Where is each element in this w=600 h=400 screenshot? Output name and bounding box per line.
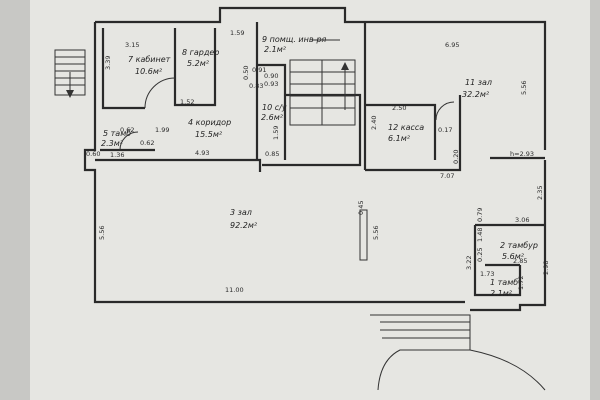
dimension-label: 0.83 xyxy=(249,82,263,90)
room-12-area: 6.1м² xyxy=(388,134,411,143)
room-2-area: 5.6м² xyxy=(502,252,525,261)
dimension-label: 0.85 xyxy=(265,150,279,158)
door-swings xyxy=(119,39,455,151)
dimension-label: 0.93 xyxy=(264,80,278,88)
room-8-label: 8 гардер xyxy=(182,48,219,57)
room-5-label: 5 тамб xyxy=(103,129,131,138)
dimension-label: 2.50 xyxy=(392,104,406,112)
dimension-label: 1.73 xyxy=(480,270,494,278)
dimension-label: 1.59 xyxy=(230,29,244,37)
dimension-label: 1.52 xyxy=(180,98,194,106)
dimension-label: 5.56 xyxy=(98,226,106,240)
vestibule-2-walls xyxy=(473,225,522,297)
cashier-wall xyxy=(365,103,437,160)
staircase-south xyxy=(370,314,546,391)
dimension-label: 2.85 xyxy=(513,257,527,265)
dimension-label: 0.90 xyxy=(264,72,278,80)
dimension-label: 7.07 xyxy=(440,172,454,180)
dimension-label: h=2.93 xyxy=(510,150,534,158)
dimension-label: 5.56 xyxy=(372,226,380,240)
room-3-label: 3 зал xyxy=(230,208,252,217)
dimension-label: 3.15 xyxy=(125,41,139,49)
corridor-south-wall xyxy=(95,158,262,172)
dimension-label: 2.40 xyxy=(370,116,378,130)
column xyxy=(359,209,368,261)
dimension-label: 0.91 xyxy=(252,66,266,74)
room-5-area: 2.3м² xyxy=(101,139,124,148)
room-10-label: 10 с/у xyxy=(262,103,287,112)
room-3-area: 92.2м² xyxy=(230,221,258,230)
paper-sheet xyxy=(30,0,590,400)
dimension-label: 4.93 xyxy=(195,149,209,157)
room-9-label: 9 помщ. инв-ря xyxy=(262,35,327,44)
dimension-label: 0.62 xyxy=(140,139,154,147)
dimension-label: 1.48 xyxy=(476,228,484,242)
dimension-label: 1.36 xyxy=(110,151,124,159)
room-7-area: 10.6м² xyxy=(135,67,163,76)
room-8-area: 5.2м² xyxy=(187,59,210,68)
staircase-central xyxy=(289,59,356,126)
room-2-label: 2 тамбур xyxy=(500,241,538,250)
east-outer-wall xyxy=(470,160,547,312)
hall-south-wall xyxy=(365,95,462,172)
wardrobe-wall xyxy=(173,28,217,107)
dimension-label: 0.20 xyxy=(452,150,460,164)
stair-arrows xyxy=(66,62,349,110)
dimension-label: 0.45 xyxy=(357,201,365,215)
room-1-area: 2.1м² xyxy=(490,289,513,298)
dimension-label: 0.50 xyxy=(242,66,250,80)
dimension-label: 0.62 xyxy=(120,126,134,134)
room-12-label: 12 касса xyxy=(388,123,424,132)
dimension-label: 0.79 xyxy=(476,208,484,222)
dimension-label: 1.59 xyxy=(272,126,280,140)
room-4-area: 15.5м² xyxy=(195,130,223,139)
dimension-label: 0.25 xyxy=(476,248,484,262)
office-wall xyxy=(101,28,145,110)
room-10-area: 2.6м² xyxy=(261,113,284,122)
room-11-label: 11 зал xyxy=(465,78,492,87)
dimension-label: 1.72 xyxy=(517,276,525,290)
dimension-label: 0.17 xyxy=(438,126,452,134)
dimension-label: 3.39 xyxy=(104,56,112,70)
dimension-label: 11.00 xyxy=(225,286,244,294)
dimension-label: 6.95 xyxy=(445,41,459,49)
wc-wall xyxy=(258,63,287,160)
dimension-label: 1.99 xyxy=(155,126,169,134)
room-11-area: 32.2м² xyxy=(462,90,490,99)
room-7-label: 7 кабинет xyxy=(128,55,171,64)
west-outer-wall xyxy=(83,22,465,304)
room-9-area: 2.1м² xyxy=(264,45,287,54)
dimension-label: 0.60 xyxy=(86,150,100,158)
north-outer-wall xyxy=(95,6,547,150)
dimension-label: 3.06 xyxy=(515,216,529,224)
dimension-label: 5.56 xyxy=(520,81,528,95)
dimension-label: 2.98 xyxy=(542,261,550,275)
room-1-label: 1 тамб xyxy=(490,278,518,287)
dimension-label: 3.22 xyxy=(465,256,473,270)
dimension-label: 2.35 xyxy=(536,186,544,200)
room-4-label: 4 коридор xyxy=(188,118,231,127)
